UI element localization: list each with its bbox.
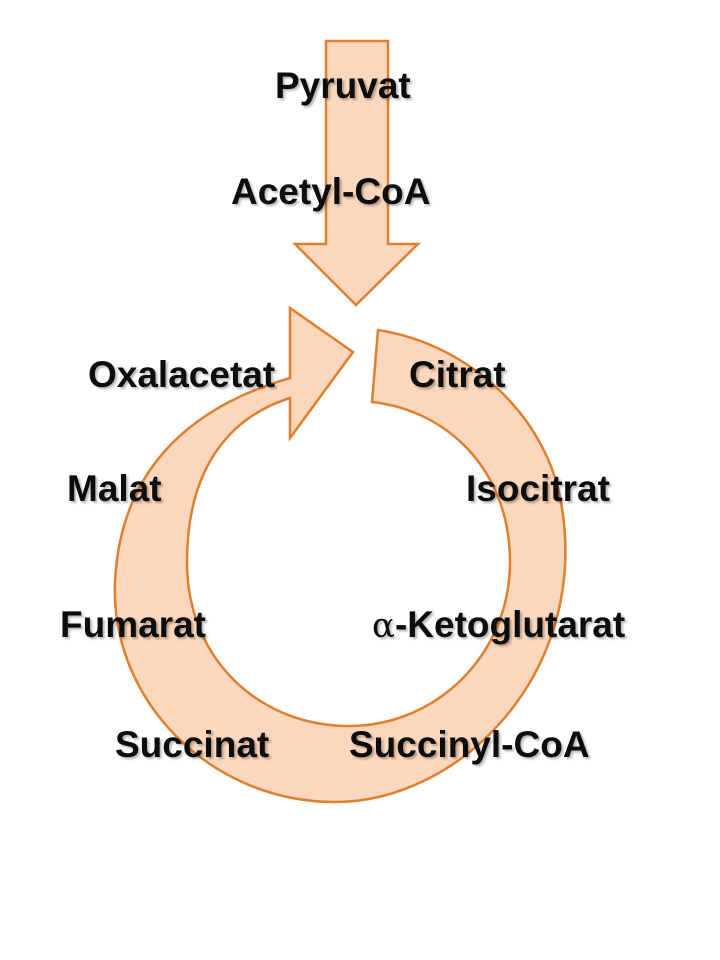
isocitrat-label: Isocitrat [466, 468, 610, 509]
oxalacetat-label: Oxalacetat [88, 354, 276, 395]
malat-label: Malat [67, 468, 162, 509]
alpha-ketoglutarat-label: α-Ketoglutarat [372, 606, 625, 643]
citrat-label: Citrat [409, 354, 506, 395]
cycle-arrow [113, 305, 567, 804]
succinyl-coa-label: Succinyl-CoA [349, 724, 590, 765]
acetyl-coa-label: Acetyl-CoA [231, 171, 431, 212]
pyruvat-label: Pyruvat [275, 65, 411, 106]
ketoglutarat-text: -Ketoglutarat [394, 604, 626, 645]
alpha-symbol: α [372, 606, 395, 646]
succinat-label: Succinat [115, 724, 270, 765]
fumarat-label: Fumarat [60, 604, 206, 645]
entry-arrow [291, 39, 422, 307]
